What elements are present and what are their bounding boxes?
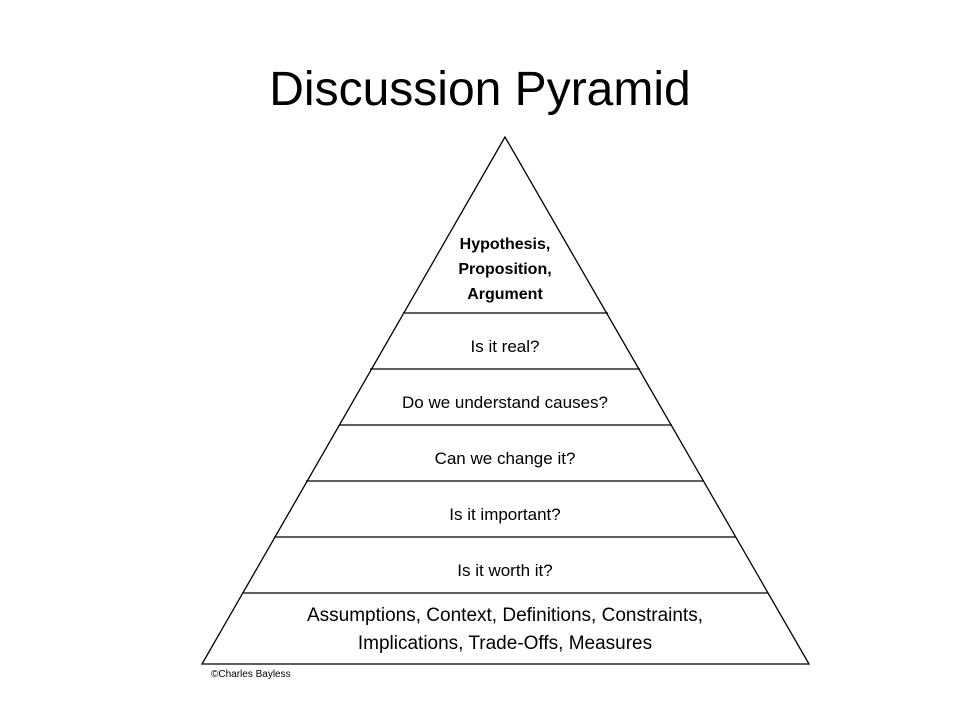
apex-line: Argument — [467, 286, 543, 303]
tier-label-important: Is it important? — [449, 505, 561, 524]
tier-label-causes: Do we understand causes? — [401, 393, 609, 412]
base-line: Assumptions, Context, Definitions, Const… — [306, 605, 703, 626]
slide-title: Discussion Pyramid — [269, 63, 691, 116]
copyright-notice: ©Charles Bayless — [211, 669, 291, 680]
base-line: Implications, Trade-Offs, Measures — [357, 633, 653, 654]
tier-label-real: Is it real? — [470, 337, 540, 356]
pyramid-outline — [200, 135, 811, 665]
base-label: Assumptions, Context, Definitions, Const… — [230, 602, 780, 658]
tier-label-worth: Is it worth it? — [457, 561, 553, 580]
apex-label: Hypothesis, Proposition, Argument — [405, 232, 605, 307]
tier-label-change: Can we change it? — [434, 449, 576, 468]
apex-line: Hypothesis, — [459, 236, 551, 253]
apex-line: Proposition, — [458, 261, 552, 278]
